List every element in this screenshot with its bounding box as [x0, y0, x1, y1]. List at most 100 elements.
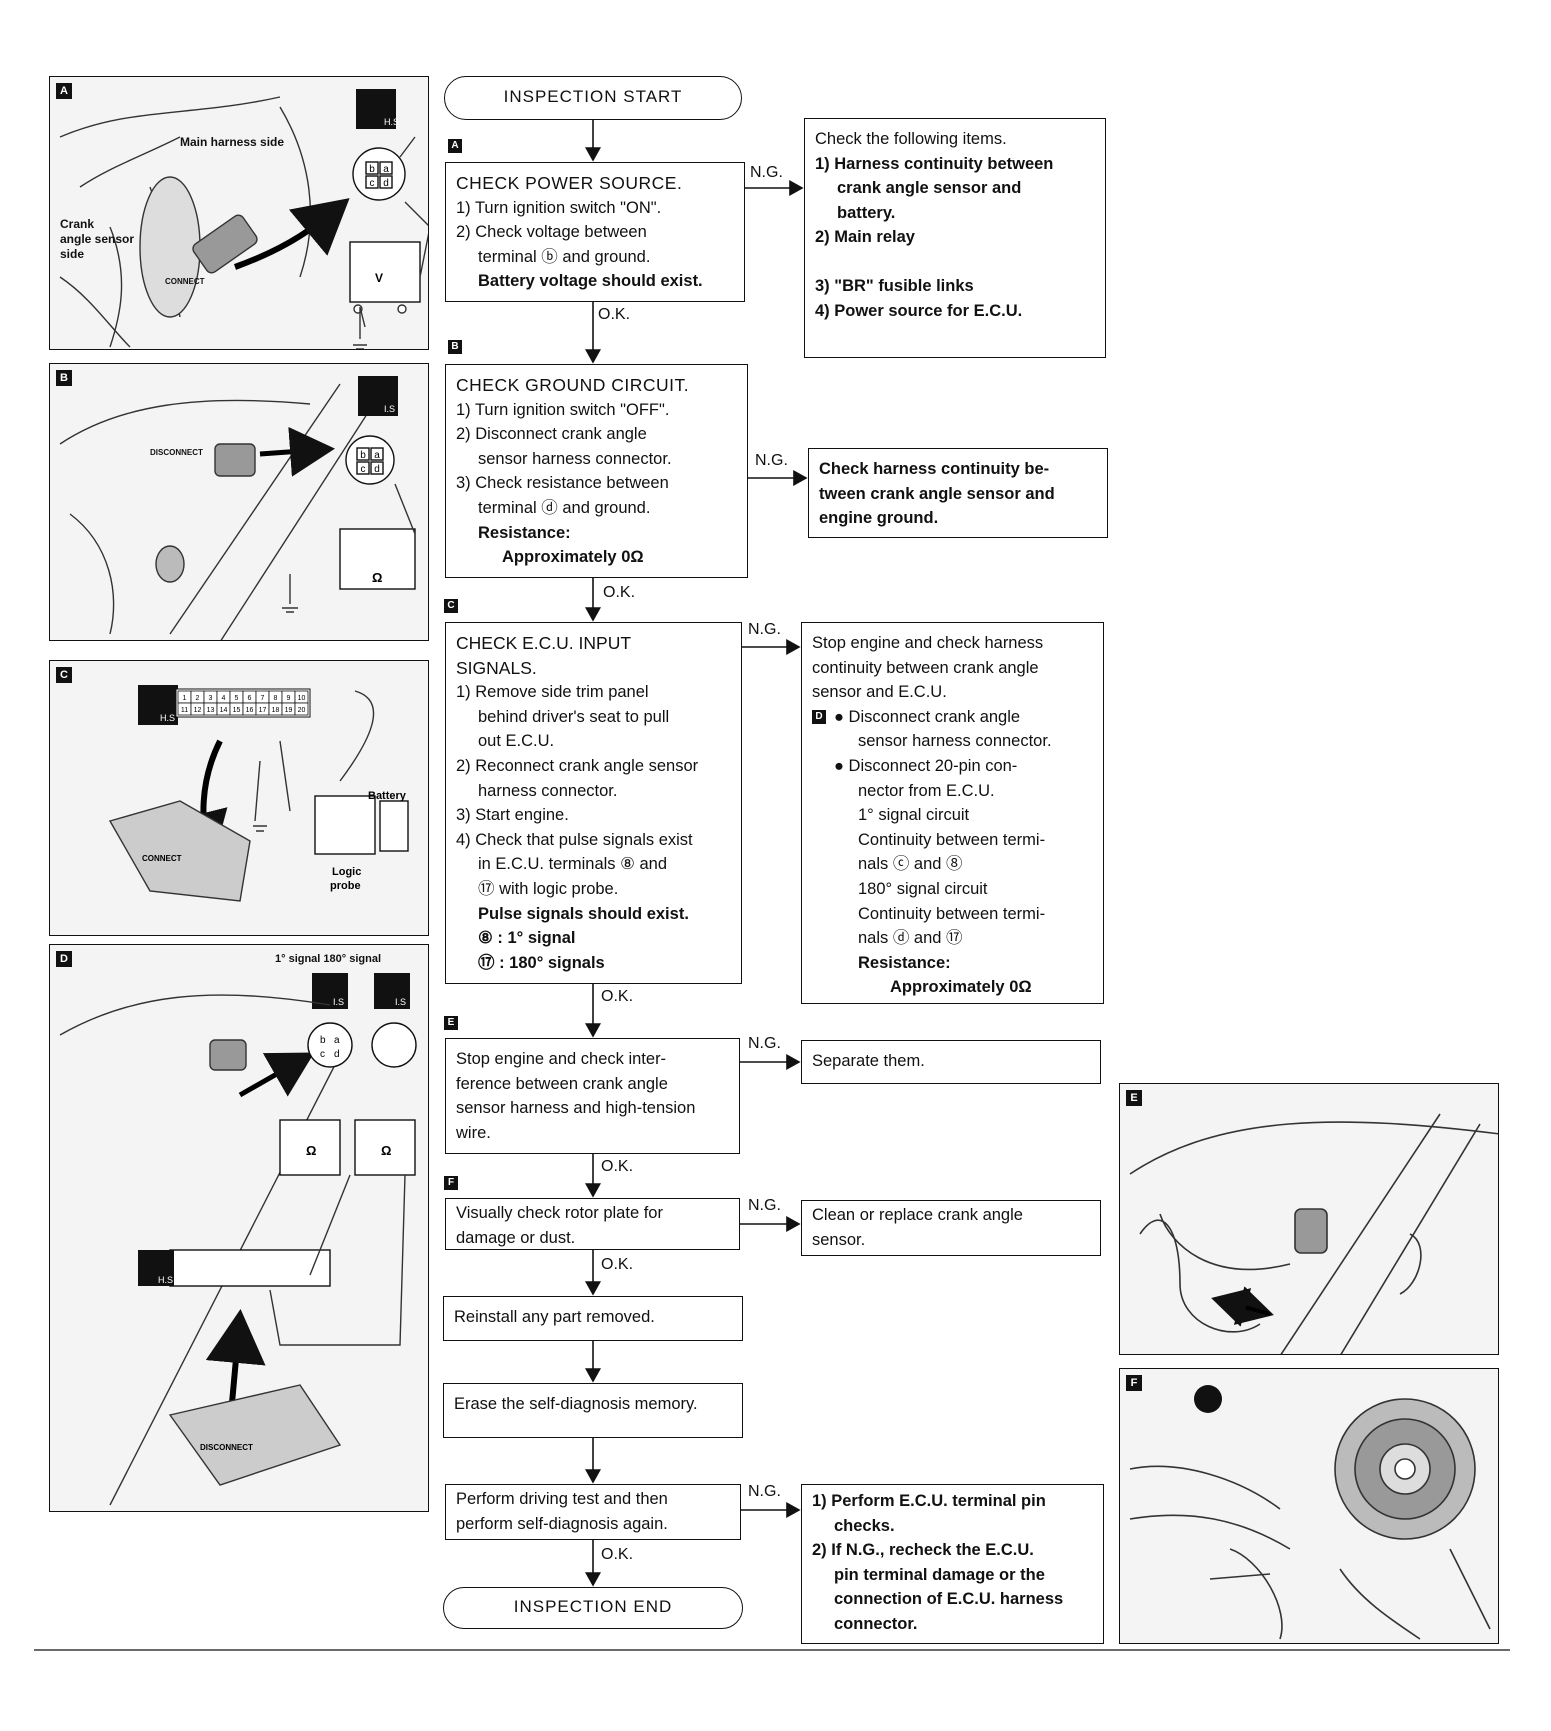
step-line: perform self-diagnosis again.: [456, 1514, 668, 1533]
sensor-drawing: b a c d V H.S: [59, 89, 428, 349]
ng-label: N.G.: [748, 1197, 781, 1214]
signal-caption: 1° signal 180° signal: [275, 953, 382, 965]
ng-label: N.G.: [748, 621, 781, 638]
disconnect-label: DISCONNECT: [200, 1443, 253, 1452]
step-line: Perform driving test and then: [456, 1490, 668, 1508]
step-line: wire.: [456, 1123, 491, 1142]
ng-line: engine ground.: [819, 509, 939, 528]
hs-label: I.S: [384, 404, 395, 414]
ng-label: N.G.: [750, 164, 783, 181]
hs-label: H.S: [384, 117, 399, 127]
crank-sensor-label: Crank angle sensor side: [60, 217, 134, 262]
ng-line: crank angle sensor and: [837, 179, 1022, 198]
ecu-pin-label: 4: [222, 695, 226, 702]
ng-line: sensor and E.C.U.: [812, 683, 947, 702]
meter-symbol: Ω: [372, 570, 382, 585]
main-harness-label: Main harness side: [180, 135, 285, 149]
step-line: 4) Check that pulse signals exist: [456, 830, 693, 849]
step-line: 1) Turn ignition switch "ON".: [456, 198, 662, 217]
step-line: harness connector.: [478, 781, 618, 800]
illustration-panel-d: D 1° signal 180° signal I.S I.S H.S DISC…: [49, 944, 429, 1512]
step-line: Visually check rotor plate for: [456, 1204, 663, 1222]
step-tag-e: E: [444, 1016, 458, 1030]
step-line: ⑰ with logic probe.: [478, 879, 619, 898]
ng-sub: Continuity between termi-: [858, 904, 1046, 923]
pin-label: a: [334, 1035, 340, 1046]
ok-label: O.K.: [601, 1546, 634, 1563]
ng-intro: Check the following items.: [815, 130, 1007, 148]
step-line: 3) Check resistance between: [456, 474, 669, 493]
battery-label: Battery: [368, 790, 407, 802]
ng-line: connector.: [834, 1614, 918, 1633]
ng-harness-ecu: Stop engine and check harness continuity…: [801, 622, 1104, 1004]
ng-bullet: ● Disconnect 20-pin con-: [834, 756, 1018, 775]
ng-sub: 180° signal circuit: [858, 879, 988, 898]
panel-tag: C: [56, 667, 72, 683]
step-erase-memory: Erase the self-diagnosis memory.: [443, 1383, 743, 1438]
ng-spec-label: Resistance:: [858, 953, 951, 972]
ecu-pin-label: 13: [207, 707, 215, 714]
step-check-ground-circuit: CHECK GROUND CIRCUIT. 1) Turn ignition s…: [445, 364, 748, 578]
ecu-pin-label: 17: [259, 707, 267, 714]
step-spec: ⑧ : 1° signal: [478, 929, 576, 948]
continuity-drawing: I.S I.S H.S DISCONNECT Ω Ω b a c d: [59, 973, 417, 1506]
step-check-interference: Stop engine and check inter- ference bet…: [445, 1038, 740, 1154]
ok-label: O.K.: [598, 306, 631, 323]
ng-bullet: ● Disconnect crank angle: [834, 707, 1021, 726]
ok-label: O.K.: [601, 1158, 634, 1175]
ng-line: connection of E.C.U. harness: [834, 1590, 1064, 1609]
ng-label: N.G.: [755, 452, 788, 469]
step-spec-label: Resistance:: [478, 523, 571, 542]
ecu-pin-label: 15: [233, 707, 241, 714]
ecu-pin-label: 5: [235, 695, 239, 702]
ecu-pin-label: 7: [261, 695, 265, 702]
ng-line: checks.: [834, 1516, 895, 1535]
step-tag-b: B: [448, 340, 462, 354]
pin-label: a: [383, 164, 389, 175]
ng-line: 2) Main relay: [815, 228, 915, 247]
ng-line: Check harness continuity be-: [819, 460, 1050, 478]
ng-line: 2) If N.G., recheck the E.C.U.: [812, 1541, 1034, 1560]
ok-label: O.K.: [603, 584, 636, 601]
hs-label: H.S: [158, 1275, 173, 1285]
ground-check-drawing: b a c d Ω I.S: [59, 376, 416, 640]
ng-line: 4) Power source for E.C.U.: [815, 301, 1023, 320]
step-spec-value: Approximately 0Ω: [502, 548, 644, 567]
ng-line: pin terminal damage or the: [834, 1565, 1045, 1584]
illustration-panel-b: B b a c d Ω I.S DISCONNECT: [49, 363, 429, 641]
ecu-pin-label: 20: [298, 707, 306, 714]
ng-line: Stop engine and check harness: [812, 634, 1044, 652]
panel-tag: F: [1126, 1375, 1142, 1391]
step-line: sensor harness connector.: [478, 449, 672, 468]
pin-label: c: [361, 464, 366, 475]
inspection-start: INSPECTION START: [444, 76, 742, 120]
ecu-pin-label: 9: [287, 695, 291, 702]
step-check-rotor: Visually check rotor plate for damage or…: [445, 1198, 740, 1250]
ng-line: 3) "BR" fusible links: [815, 276, 974, 295]
step-line: 3) Start engine.: [456, 806, 569, 825]
step-line: ference between crank angle: [456, 1074, 668, 1093]
step-reinstall: Reinstall any part removed.: [443, 1296, 743, 1341]
step-line: behind driver's seat to pull: [478, 707, 670, 726]
ecu-pin-label: 2: [196, 695, 200, 702]
inspection-end: INSPECTION END: [443, 1587, 743, 1629]
ecu-pin-label: 1: [183, 695, 187, 702]
ng-line: sensor.: [812, 1230, 866, 1249]
ng-separate: Separate them.: [801, 1040, 1101, 1084]
ok-label: O.K.: [601, 988, 634, 1005]
ecu-pin-label: 14: [220, 707, 228, 714]
ecu-pin-label: 3: [209, 695, 213, 702]
step-line: terminal ⓑ and ground.: [478, 247, 651, 266]
ng-label: N.G.: [748, 1035, 781, 1052]
pin-label: d: [334, 1049, 340, 1060]
ng-sub: nals ⓒ and ⑧: [858, 855, 963, 874]
illustration-panel-f: F: [1119, 1368, 1499, 1644]
pin-label: d: [374, 464, 380, 475]
ecu-pin-label: 18: [272, 707, 280, 714]
ecu-pin-cell: [294, 702, 309, 716]
ng-sub: nals ⓓ and ⑰: [858, 929, 963, 948]
caption-line: Crank: [60, 217, 95, 231]
panel-tag: E: [1126, 1090, 1142, 1106]
